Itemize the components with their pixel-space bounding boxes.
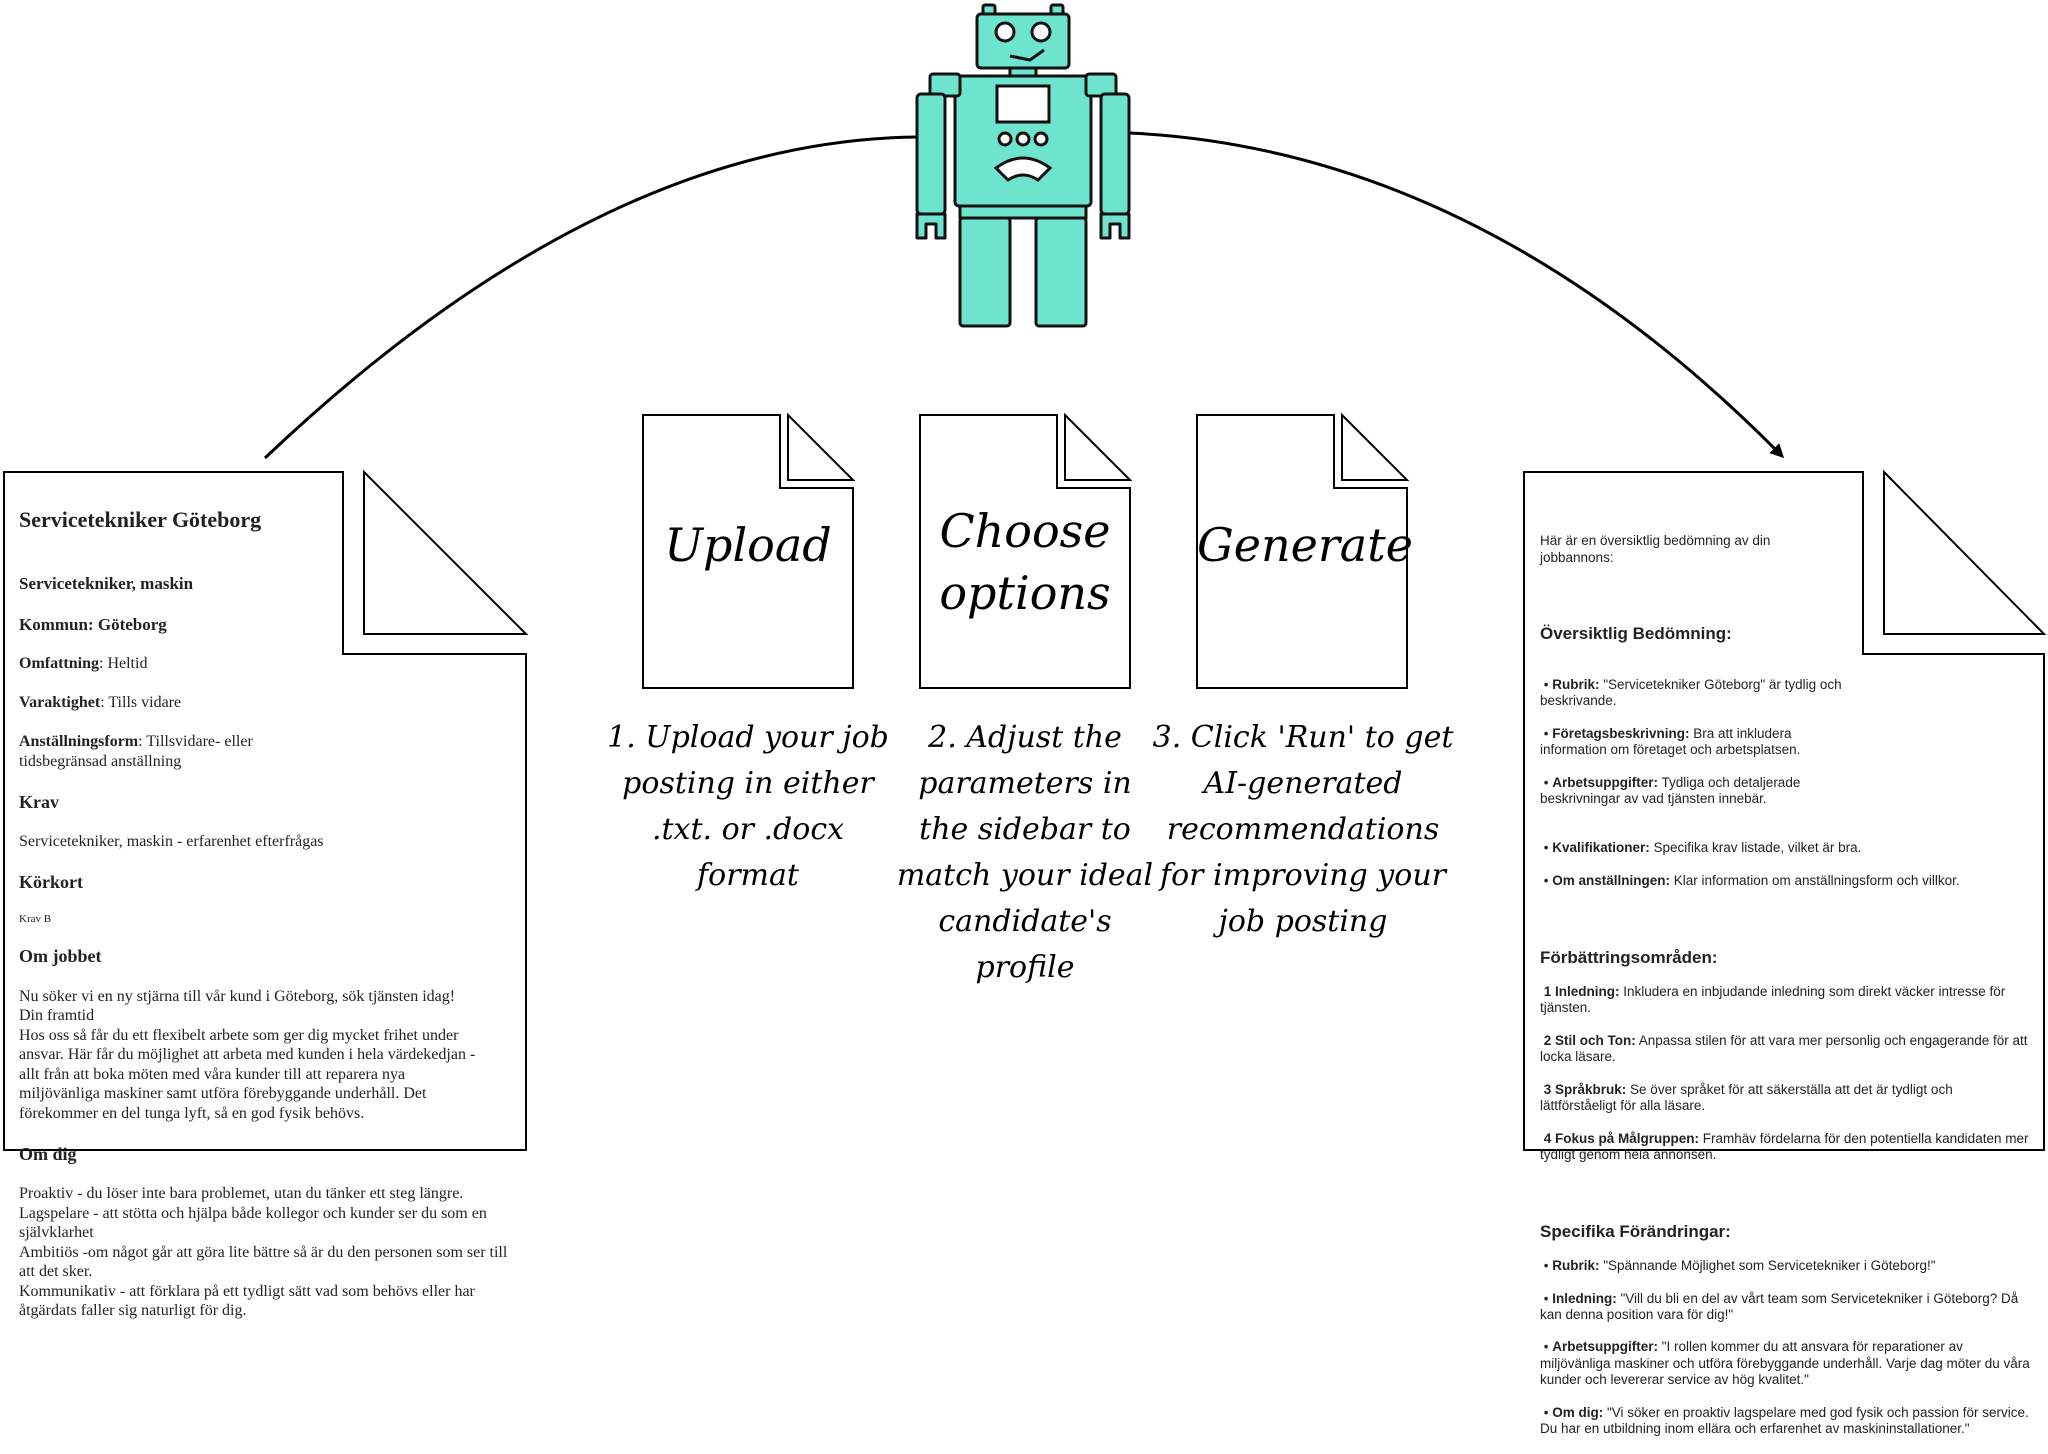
changes-item-text: "Vi söker en proaktiv lagspelare med god…: [1540, 1404, 2029, 1436]
korkort-heading: Körkort: [19, 872, 83, 892]
om-dig-text: Proaktiv - du löser inte bara problemet,…: [19, 1185, 508, 1319]
improve-item-label: 4 Fokus på Målgruppen:: [1543, 1130, 1700, 1146]
changes-item: • Arbetsuppgifter: "I rollen kommer du a…: [1540, 1339, 2030, 1388]
step-label-choose: Choose options: [920, 500, 1130, 624]
ai-recommendation-document: Här är en översiktlig bedömning av din j…: [1540, 517, 2030, 1454]
step-document-choose: [919, 412, 1133, 689]
kommun: Kommun: Göteborg: [19, 614, 167, 634]
step-label-choose-line1: Choose: [939, 504, 1111, 558]
varaktighet-value: : Tills vidare: [100, 694, 182, 711]
improve-item: 1 Inledning: Inkludera en inbjudande inl…: [1540, 984, 2030, 1017]
step-description-3: 3. Click 'Run' to get AI-generated recom…: [1152, 720, 1454, 939]
omfattning-label: Omfattning: [19, 655, 99, 672]
right-document-fold: [1883, 469, 2047, 635]
improve-item: 3 Språkbruk: Se över språket för att säk…: [1540, 1082, 2030, 1115]
improve-item-text: Anpassa stilen för att vara mer personli…: [1540, 1032, 2028, 1065]
overview-heading: Översiktlig Bedömning:: [1540, 624, 1732, 644]
step-description-2: 2. Adjust the parameters in the sidebar …: [896, 720, 1154, 985]
changes-item-label: Om dig:: [1552, 1404, 1604, 1420]
spacer: [1540, 582, 2030, 608]
flow-arrow-right: [1129, 131, 1785, 459]
changes-heading: Specifika Förändringar:: [1540, 1221, 1731, 1241]
step-description-1: 1. Upload your job posting in either .tx…: [607, 720, 889, 893]
krav-text: Servicetekniker, maskin - erfarenhet eft…: [19, 833, 324, 850]
om-jobbet-text: Nu söker vi en ny stjärna till vår kund …: [19, 987, 476, 1122]
overview-item-label: Företagsbeskrivning:: [1552, 725, 1690, 741]
improve-heading: Förbättringsområden:: [1540, 947, 1718, 967]
step-label-generate-text: Generate: [1197, 518, 1413, 572]
changes-item-text: "Spännande Möjlighet som Servicetekniker…: [1599, 1257, 1936, 1273]
left-document-fold: [363, 469, 529, 635]
job-posting-document: Servicetekniker Göteborg Servicetekniker…: [19, 486, 539, 1340]
omfattning-value: : Heltid: [99, 655, 148, 672]
robot-face-details: [993, 21, 1053, 182]
changes-item: • Inledning: "Vill du bli en del av vårt…: [1540, 1290, 2019, 1322]
improve-item-label: 2 Stil och Ton:: [1543, 1032, 1636, 1048]
overview-item: • Arbetsuppgifter: Tydliga och detaljera…: [1540, 774, 1801, 807]
om-dig-heading: Om dig: [19, 1143, 77, 1164]
step-label-choose-line2: options: [939, 566, 1111, 620]
anstallningsform-row: Anställningsform: Tillsvidare- eller tid…: [19, 732, 289, 771]
overview-item-text: Klar information om anställningsform och…: [1670, 872, 1960, 888]
omfattning-row: Omfattning: Heltid: [19, 654, 539, 674]
overview-item-text: Tydliga och detaljerade beskrivningar av…: [1540, 774, 1801, 807]
overview-item-text: "Servicetekniker Göteborg" är tydlig och…: [1540, 677, 1842, 709]
krav-heading: Krav: [19, 791, 59, 812]
changes-item: • Rubrik: "Spännande Möjlighet som Servi…: [1540, 1257, 1936, 1273]
improve-item-text: Se över språket för att säkerställa att …: [1540, 1081, 1953, 1113]
job-title: Servicetekniker, maskin: [19, 574, 194, 593]
step-document-upload: [642, 412, 856, 689]
step-label-generate: Generate: [1197, 514, 1413, 576]
flow-arc-left: [263, 135, 919, 460]
improve-item-text: Framhäv fördelarna för den potentiella k…: [1540, 1130, 2029, 1162]
spacer: [1540, 1179, 2030, 1205]
korkort-text: Krav B: [19, 912, 52, 925]
step-label-upload: Upload: [643, 514, 853, 576]
anstallningsform-label: Anställningsform: [19, 733, 139, 750]
overview-item-text: Specifika krav listade, vilket är bra.: [1649, 840, 1862, 856]
spacer: [1540, 905, 2030, 931]
step-document-generate: [1196, 412, 1410, 689]
improve-item: 4 Fokus på Målgruppen: Framhäv fördelarn…: [1540, 1131, 2030, 1164]
overview-item-label: Rubrik:: [1552, 677, 1600, 693]
om-jobbet-heading: Om jobbet: [19, 946, 102, 966]
improve-item-label: 1 Inledning:: [1543, 983, 1620, 999]
overview-item-label: Arbetsuppgifter:: [1552, 774, 1658, 790]
changes-item-label: Rubrik:: [1552, 1257, 1600, 1273]
diagram-canvas: [3, 3, 2047, 1151]
varaktighet-row: Varaktighet: Tills vidare: [19, 693, 539, 713]
overview-item: • Företagsbeskrivning: Bra att inkludera…: [1540, 725, 1801, 758]
improve-item-label: 3 Språkbruk:: [1543, 1081, 1627, 1097]
left-document-shape: [3, 471, 527, 1151]
changes-item-label: Arbetsuppgifter:: [1552, 1339, 1658, 1355]
step-label-upload-text: Upload: [664, 518, 832, 572]
overview-item: • Om anställningen: Klar information om …: [1540, 872, 1960, 888]
overview-list: • Rubrik: "Servicetekniker Göteborg" är …: [1540, 661, 1855, 824]
overview-item: • Rubrik: "Servicetekniker Göteborg" är …: [1540, 677, 1842, 709]
overview-item-label: Kvalifikationer:: [1552, 840, 1650, 856]
improve-item: 2 Stil och Ton: Anpassa stilen för att v…: [1540, 1033, 2030, 1066]
recommendation-intro: Här är en översiktlig bedömning av din j…: [1540, 533, 1771, 565]
overview-item-label: Om anställningen:: [1552, 872, 1670, 888]
overview-item: • Kvalifikationer: Specifika krav listad…: [1540, 840, 1862, 856]
changes-item-label: Inledning:: [1552, 1290, 1617, 1306]
anstallningsform-value: : Tillsvidare- eller tidsbegränsad anstä…: [19, 733, 253, 770]
right-document-shape: [1523, 471, 2045, 1151]
changes-item: • Om dig: "Vi söker en proaktiv lagspela…: [1540, 1404, 2029, 1436]
improve-item-text: Inkludera en inbjudande inledning som di…: [1540, 983, 2006, 1016]
job-posting-title: Servicetekniker Göteborg: [19, 506, 262, 532]
overview-item-text: Bra att inkludera information om företag…: [1540, 725, 1801, 758]
varaktighet-label: Varaktighet: [19, 694, 101, 711]
